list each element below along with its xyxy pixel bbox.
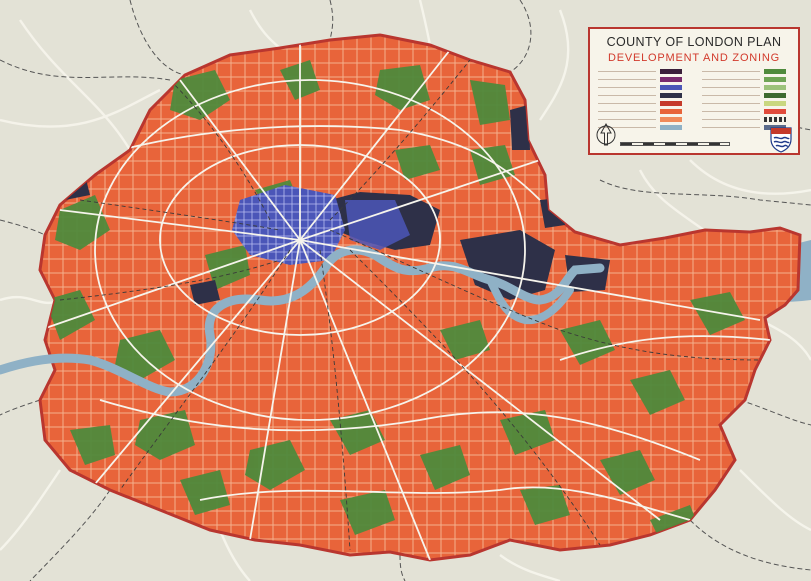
legend-key: [598, 69, 794, 130]
legend-key-row: [702, 93, 792, 98]
road-network: [40, 40, 771, 560]
legend-key-row: [598, 93, 688, 98]
scale-bar: [620, 142, 730, 146]
london-county-council-emblem-icon: [770, 127, 792, 153]
legend-title: COUNTY OF LONDON PLAN: [606, 35, 782, 49]
legend-key-row: [702, 85, 792, 90]
north-arrow-icon: [596, 122, 616, 146]
legend-key-row: [598, 125, 688, 130]
legend-key-row: [598, 85, 688, 90]
legend-key-row: [598, 77, 688, 82]
legend-key-row: [598, 117, 688, 122]
legend-key-row: [702, 77, 792, 82]
legend-key-row: [702, 109, 792, 114]
legend-key-row: [702, 69, 792, 74]
legend-key-row: [598, 109, 688, 114]
legend-key-row: [598, 101, 688, 106]
river-thames: [0, 245, 605, 397]
legend-key-row: [702, 117, 792, 122]
legend-subtitle: DEVELOPMENT AND ZONING: [607, 52, 781, 64]
map-legend: COUNTY OF LONDON PLAN DEVELOPMENT AND ZO…: [588, 27, 800, 155]
legend-key-row: [702, 101, 792, 106]
legend-key-row: [598, 69, 688, 74]
railway-network: [59, 59, 761, 551]
